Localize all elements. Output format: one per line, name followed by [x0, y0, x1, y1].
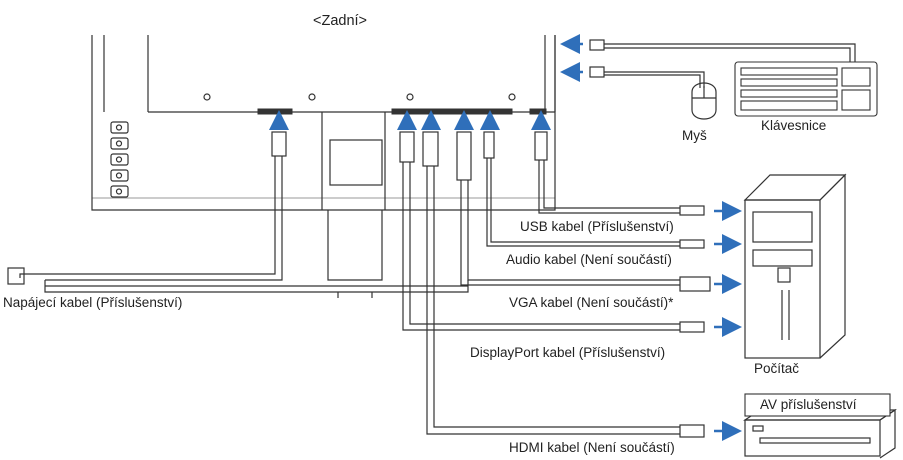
av-equipment-icon — [743, 408, 897, 459]
av-label-box — [744, 393, 891, 417]
monitor-stand — [44, 112, 469, 298]
control-buttons — [110, 121, 129, 198]
keyboard-icon — [734, 61, 878, 117]
device-arrows — [714, 201, 742, 441]
audio-cable-label: Audio kabel (Není součástí) — [506, 252, 672, 267]
av-equipment-label: AV příslušenství — [760, 397, 857, 412]
power-cable-label: Napájecí kabel (Příslušenství) — [3, 295, 183, 310]
cables — [7, 39, 856, 438]
monitor-rear — [91, 35, 556, 211]
vga-cable-label: VGA kabel (Není součástí)* — [509, 295, 674, 310]
port-arrows — [269, 110, 551, 130]
mouse-icon — [691, 82, 717, 120]
page-title: <Zadní> — [313, 13, 368, 29]
computer-label: Počítač — [754, 361, 800, 376]
keyboard-label: Klávesnice — [761, 118, 827, 133]
mouse-label: Myš — [682, 128, 707, 143]
usb-cable-label: USB kabel (Příslušenství) — [520, 219, 674, 234]
computer-icon — [743, 173, 847, 359]
screw-holes — [203, 93, 516, 101]
hdmi-cable-label: HDMI kabel (Není součástí) — [509, 440, 675, 455]
displayport-cable-label: DisplayPort kabel (Příslušenství) — [470, 345, 666, 360]
